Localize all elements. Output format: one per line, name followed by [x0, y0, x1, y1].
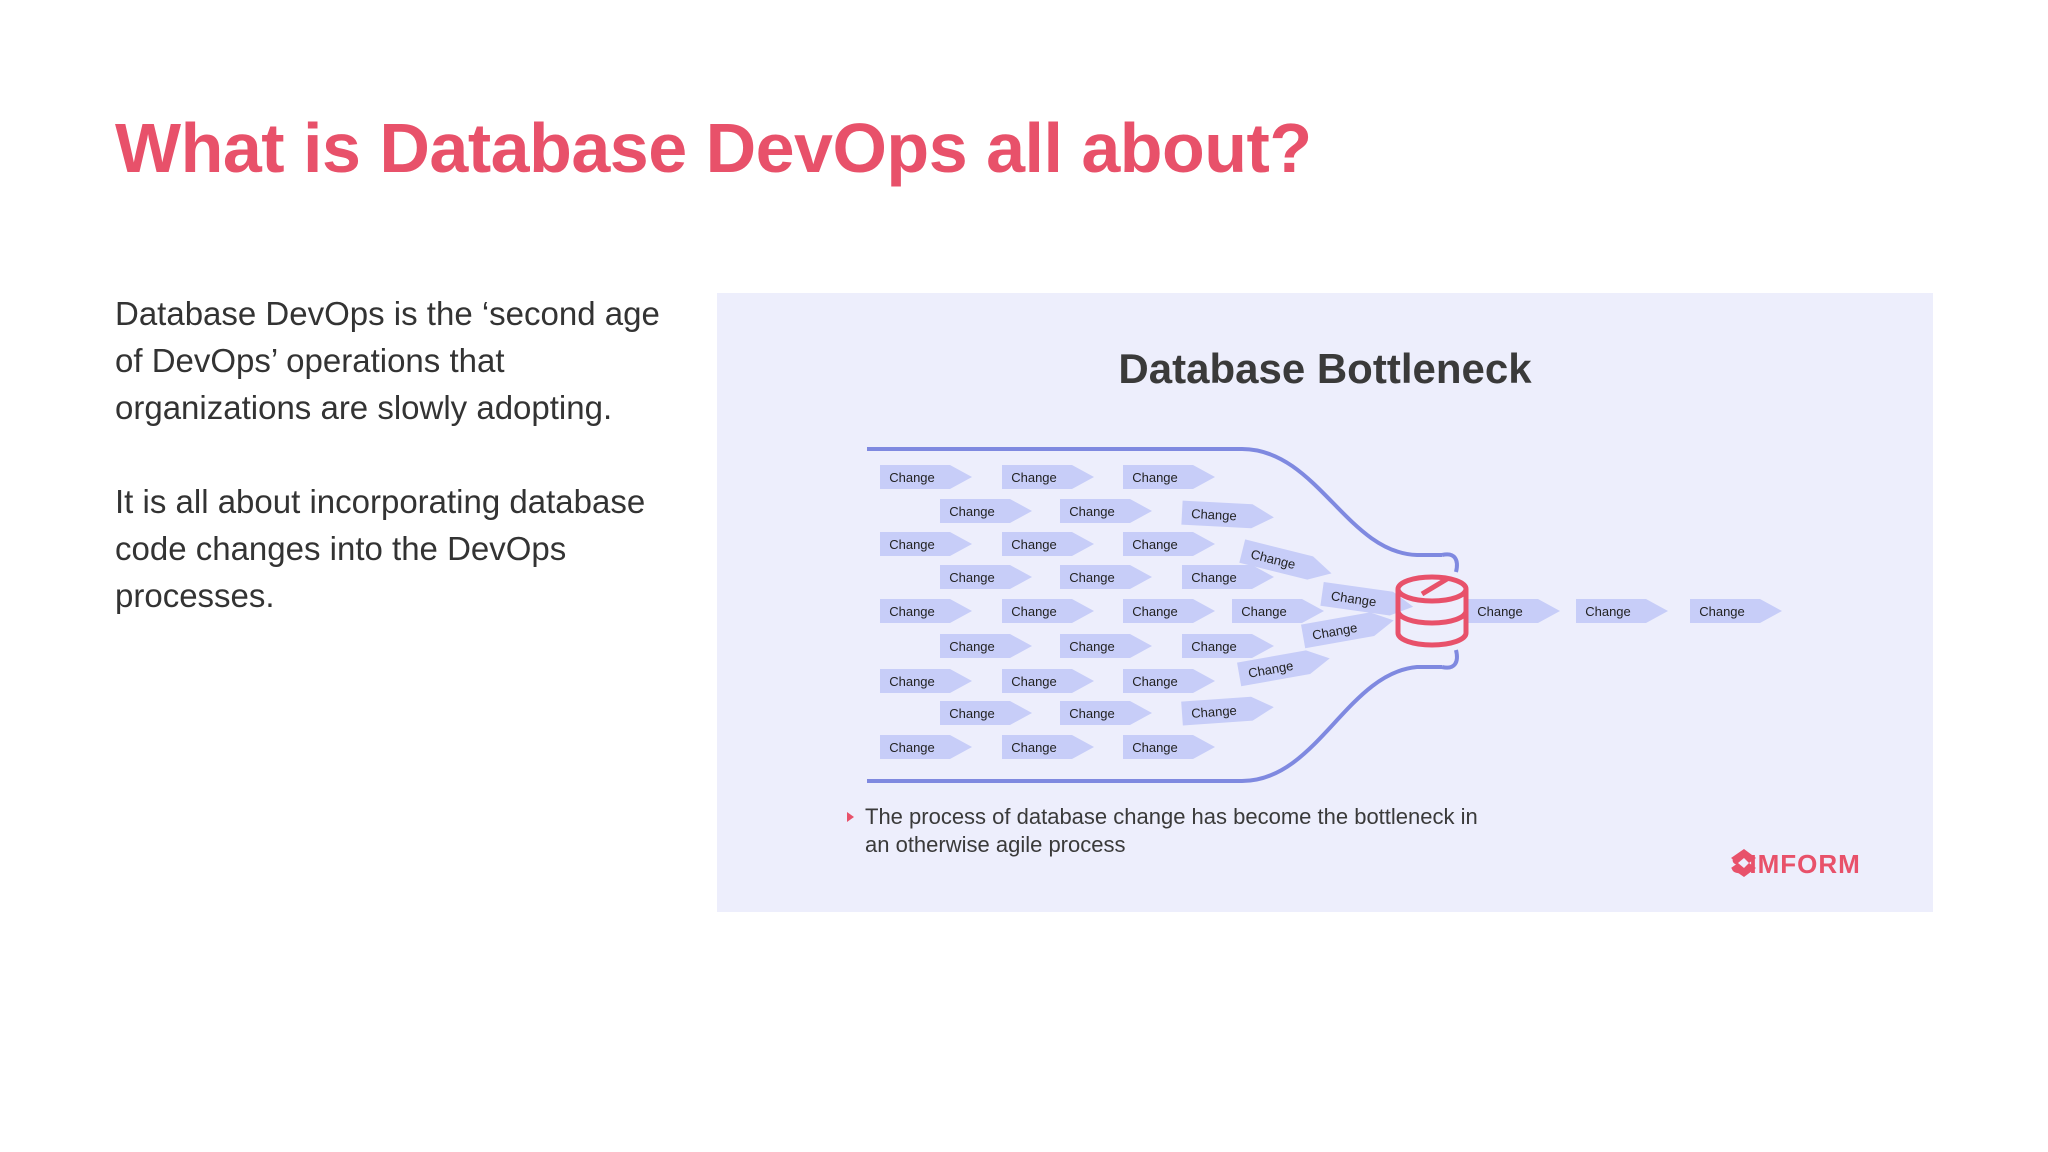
paragraph-intro: Database DevOps is the ‘second age of De… [115, 295, 660, 426]
change-arrow: Change [1320, 582, 1414, 616]
change-arrow-label: Change [1191, 570, 1237, 585]
change-arrow-label: Change [1069, 504, 1115, 519]
change-arrow: Change [1181, 500, 1274, 529]
change-arrow-label: Change [1011, 674, 1057, 689]
simform-logo-icon [1731, 849, 1756, 877]
change-arrow-label: Change [1241, 604, 1287, 619]
change-arrow-label: Change [1069, 570, 1115, 585]
simform-logo: SIMFORM [1727, 846, 1861, 882]
change-arrow: Change [1060, 701, 1152, 725]
change-arrow: Change [1301, 612, 1394, 649]
change-arrow-label: Change [889, 674, 935, 689]
change-arrow: Change [1576, 599, 1668, 623]
funnel-top-line [867, 447, 1442, 557]
change-arrow-label: Change [1191, 506, 1237, 523]
change-arrow-label: Change [1699, 604, 1745, 619]
change-arrow: Change [1468, 599, 1560, 623]
change-arrow: Change [1060, 499, 1152, 523]
change-arrow: Change [1232, 599, 1324, 623]
change-arrow: Change [880, 599, 972, 623]
change-arrow: Change [880, 669, 972, 693]
diagram-caption: The process of database change has becom… [847, 803, 1505, 859]
change-arrow-label: Change [1585, 604, 1631, 619]
funnel-bottom-hook [1441, 649, 1459, 670]
change-arrow: Change [1002, 532, 1094, 556]
change-arrow-label: Change [949, 570, 995, 585]
change-arrow: Change [1181, 696, 1274, 726]
body-text: Database DevOps is the ‘second age of De… [115, 290, 675, 666]
change-arrow: Change [880, 532, 972, 556]
bullet-icon [847, 812, 854, 822]
change-arrow-label: Change [889, 740, 935, 755]
change-arrow-label: Change [1132, 604, 1178, 619]
change-arrow-label: Change [1191, 703, 1237, 721]
change-arrow: Change [940, 701, 1032, 725]
change-arrow: Change [940, 499, 1032, 523]
caption-text: The process of database change has becom… [865, 804, 1478, 857]
change-arrow: Change [1002, 669, 1094, 693]
change-arrow-label: Change [889, 537, 935, 552]
change-arrow-label: Change [1011, 537, 1057, 552]
change-arrow-label: Change [889, 470, 935, 485]
change-arrow: Change [1060, 634, 1152, 658]
change-arrow: Change [940, 565, 1032, 589]
change-arrow-label: Change [1191, 639, 1237, 654]
change-arrow-label: Change [949, 639, 995, 654]
change-arrow-label: Change [1132, 674, 1178, 689]
funnel-top-hook [1441, 552, 1459, 573]
change-arrow: Change [1182, 565, 1274, 589]
change-arrow: Change [1123, 669, 1215, 693]
change-arrow: Change [1123, 735, 1215, 759]
change-arrow-label: Change [1132, 537, 1178, 552]
change-arrow: Change [1237, 650, 1330, 687]
change-arrow: Change [1123, 465, 1215, 489]
change-arrow-label: Change [1069, 706, 1115, 721]
change-arrow-label: Change [889, 604, 935, 619]
change-arrow: Change [1060, 565, 1152, 589]
diagram-title: Database Bottleneck [1118, 345, 1532, 392]
paragraph-detail: It is all about incorporating database c… [115, 483, 646, 614]
change-arrow: Change [1239, 539, 1332, 580]
change-arrow: Change [1123, 532, 1215, 556]
change-arrow: Change [880, 465, 972, 489]
change-arrow-label: Change [1069, 639, 1115, 654]
change-arrow-label: Change [1132, 470, 1178, 485]
change-arrow: Change [1690, 599, 1782, 623]
change-arrow: Change [1182, 634, 1274, 658]
change-arrow: Change [880, 735, 972, 759]
change-arrow-label: Change [1011, 740, 1057, 755]
change-arrow-label: Change [949, 706, 995, 721]
change-arrow: Change [1002, 599, 1094, 623]
change-arrow-label: Change [949, 504, 995, 519]
change-arrow: Change [1123, 599, 1215, 623]
slide-title: What is Database DevOps all about? [115, 109, 1312, 187]
change-arrow-label: Change [1011, 604, 1057, 619]
change-arrow: Change [940, 634, 1032, 658]
change-arrow: Change [1002, 465, 1094, 489]
brand-name: SIMFORM [1731, 848, 1861, 879]
change-arrow-label: Change [1011, 470, 1057, 485]
change-arrow-label: Change [1477, 604, 1523, 619]
database-icon [1395, 574, 1469, 648]
change-arrow: Change [1002, 735, 1094, 759]
funnel-bottom-line [867, 665, 1442, 783]
change-arrow-label: Change [1330, 588, 1377, 609]
change-arrow-label: Change [1132, 740, 1178, 755]
